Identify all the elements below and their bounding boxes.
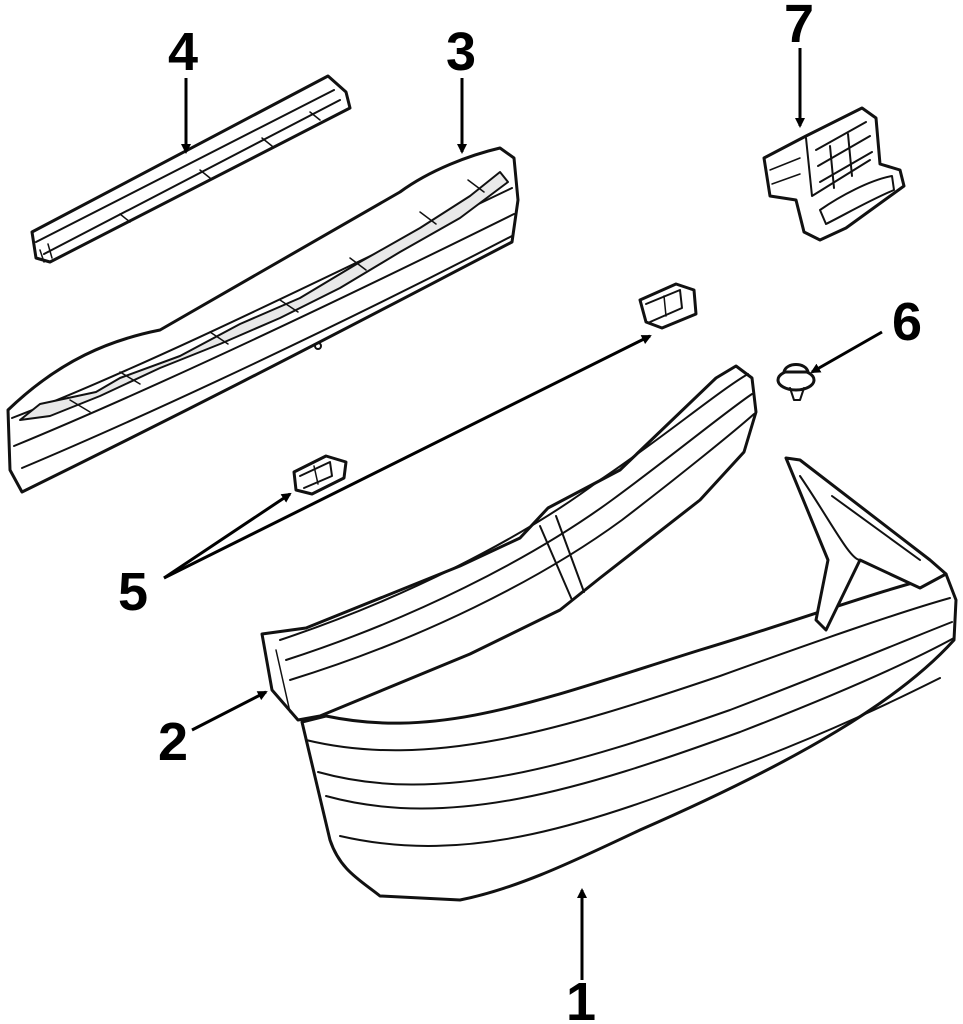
callout-3: 3 <box>446 22 476 82</box>
leader-5a <box>163 334 652 580</box>
part-7-mounting-bracket <box>762 106 906 242</box>
part-5-clip-right <box>638 282 698 330</box>
part-3-bumper-reinforcement <box>6 146 520 494</box>
callout-1: 1 <box>566 972 596 1024</box>
callout-5: 5 <box>118 562 148 622</box>
callout-7: 7 <box>784 0 814 54</box>
part-4-reinforcement-strip <box>30 74 352 264</box>
callout-2: 2 <box>158 712 188 772</box>
callout-leaders <box>163 48 883 980</box>
callout-6: 6 <box>892 292 922 352</box>
part-5-clip-left <box>292 454 348 496</box>
callout-4: 4 <box>168 22 198 82</box>
leader-2 <box>191 690 268 732</box>
part-6-push-pin <box>776 363 816 401</box>
leader-6 <box>810 330 883 374</box>
leader-5b <box>163 492 292 580</box>
callout-labels: 4 3 7 6 5 2 1 <box>118 0 922 1024</box>
part-1-bumper-cover <box>300 456 958 902</box>
